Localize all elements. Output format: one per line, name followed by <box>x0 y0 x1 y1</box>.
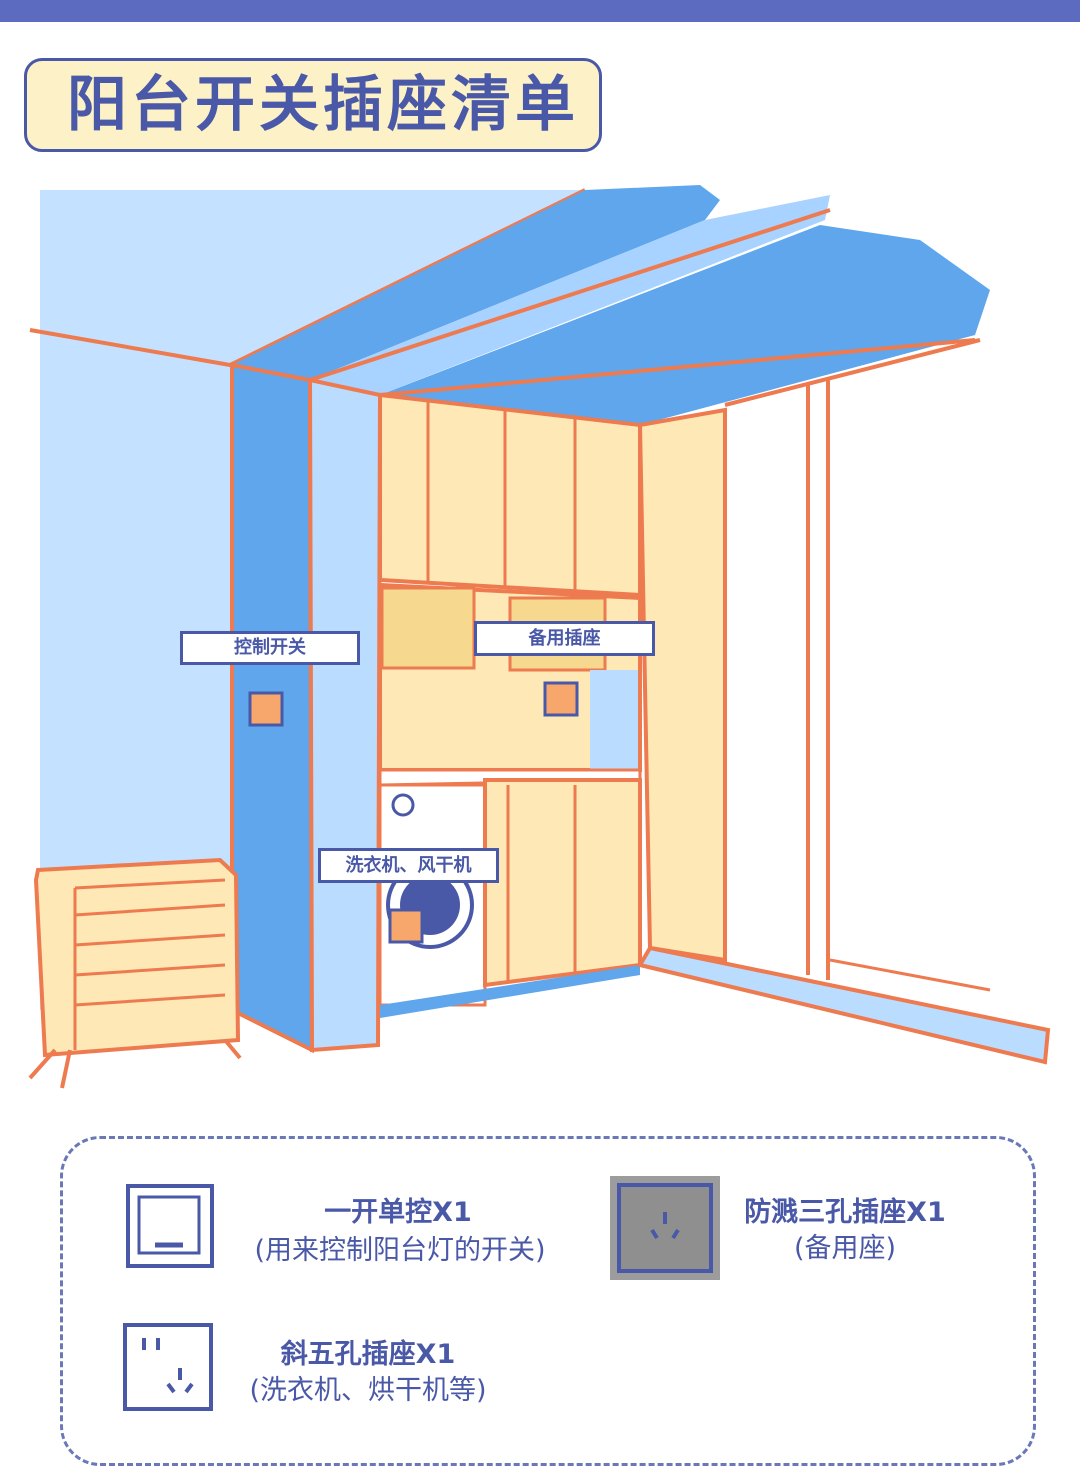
label-washer-dryer: 洗衣机、风干机 <box>318 848 499 883</box>
splash-proof-socket-icon <box>610 1176 720 1280</box>
legend-item-3-title: 斜五孔插座X1 <box>280 1339 456 1370</box>
balcony-illustration <box>28 185 1051 1089</box>
legend-item-1-title: 一开单控X1 <box>324 1197 472 1228</box>
legend-item-2-title: 防溅三孔插座X1 <box>744 1197 946 1228</box>
single-switch-icon <box>126 1184 214 1268</box>
label-control-switch: 控制开关 <box>180 631 360 665</box>
label-spare-socket: 备用插座 <box>474 621 655 656</box>
legend-item-2-subtitle: (备用座) <box>793 1233 897 1264</box>
legend-item-3-subtitle: (洗衣机、烘干机等) <box>249 1375 487 1406</box>
legend-item-1-subtitle: (用来控制阳台灯的开关) <box>254 1235 546 1266</box>
five-hole-socket-icon <box>123 1323 213 1411</box>
top-banner <box>0 0 1080 22</box>
page-title: 阳台开关插座清单 <box>67 70 579 140</box>
title-box: 阳台开关插座清单 <box>24 58 602 152</box>
